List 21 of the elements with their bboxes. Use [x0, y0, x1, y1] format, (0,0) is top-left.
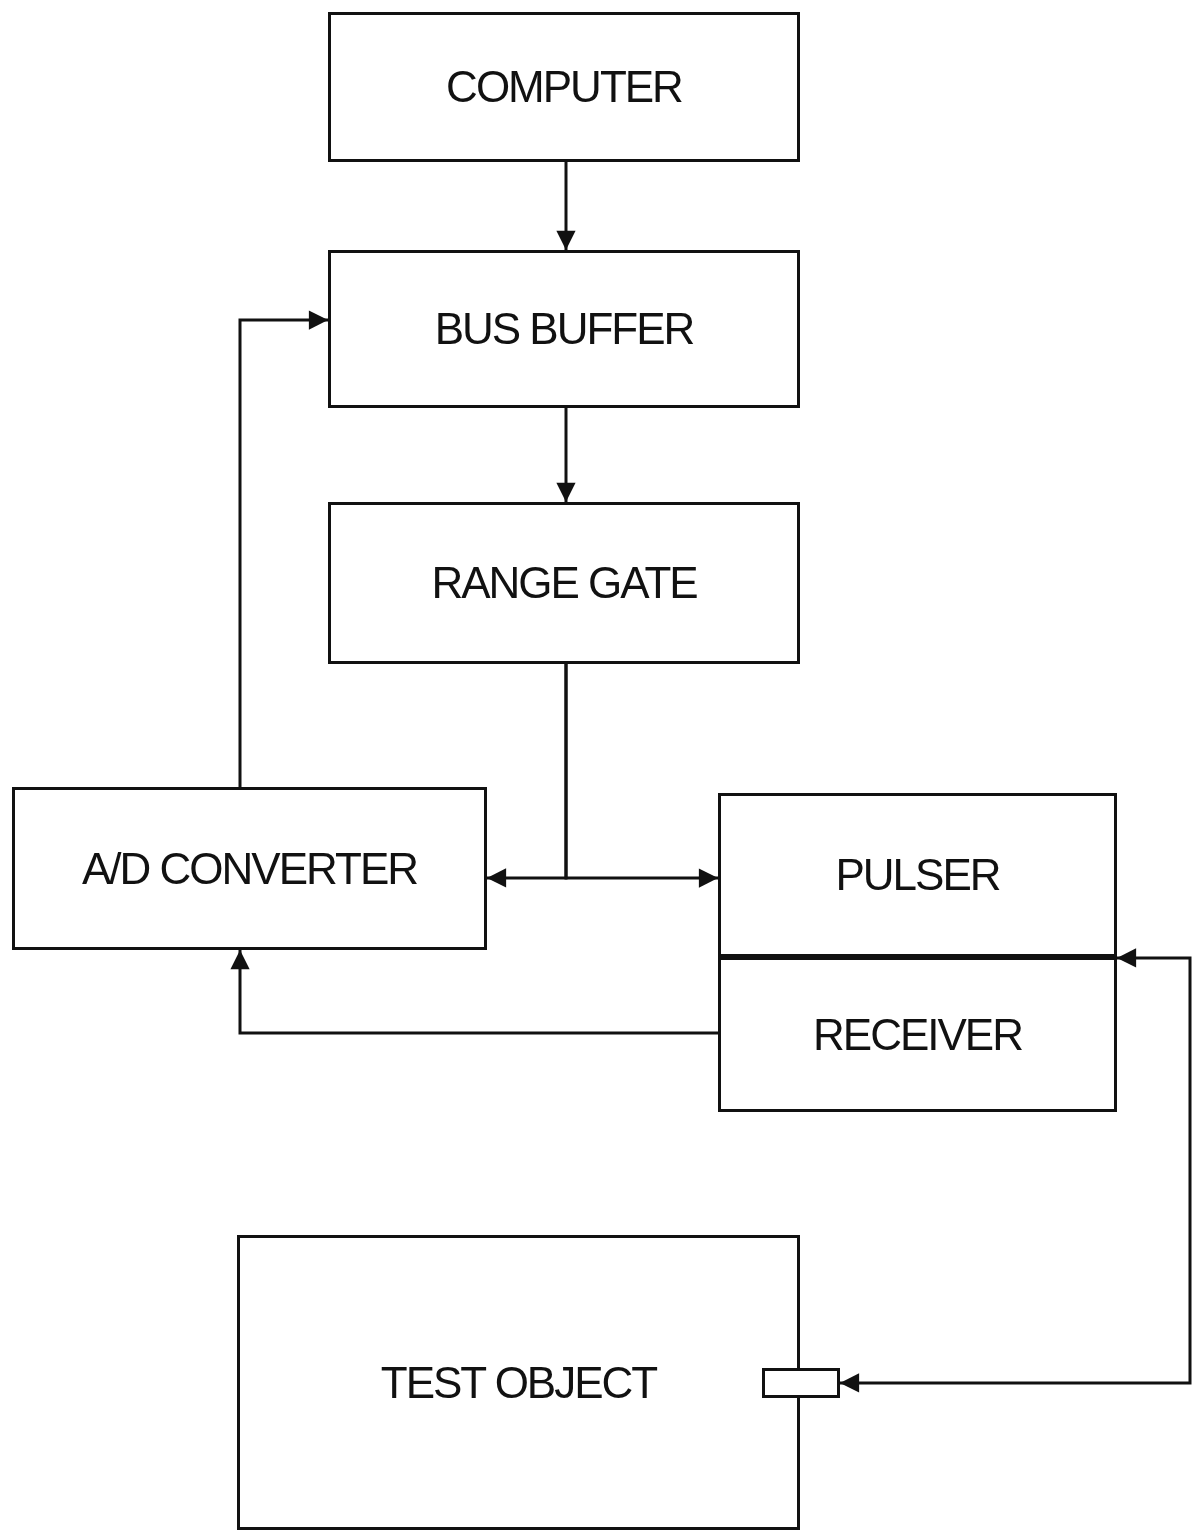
box-label: PULSER: [835, 850, 1000, 900]
box-label: TEST OBJECT: [380, 1357, 657, 1408]
process-box: [12, 787, 487, 950]
arrow: [564, 664, 719, 888]
object-box: [237, 1235, 800, 1530]
transducer-box: [762, 1368, 840, 1398]
process-box: [718, 793, 1117, 957]
box-label: RECEIVER: [813, 1009, 1022, 1060]
box-label: COMPUTER: [446, 62, 682, 112]
arrow: [556, 162, 576, 251]
box-label: RANGE GATE: [431, 558, 697, 608]
process-box: [328, 250, 800, 408]
arrow: [238, 310, 329, 787]
process-box: [328, 12, 800, 162]
arrow: [556, 408, 576, 503]
process-box: [328, 502, 800, 664]
box-label: A/D CONVERTER: [82, 843, 417, 894]
arrow: [230, 949, 718, 1035]
arrow: [839, 948, 1192, 1393]
box-label: BUS BUFFER: [434, 304, 694, 354]
process-box: [718, 957, 1117, 1112]
